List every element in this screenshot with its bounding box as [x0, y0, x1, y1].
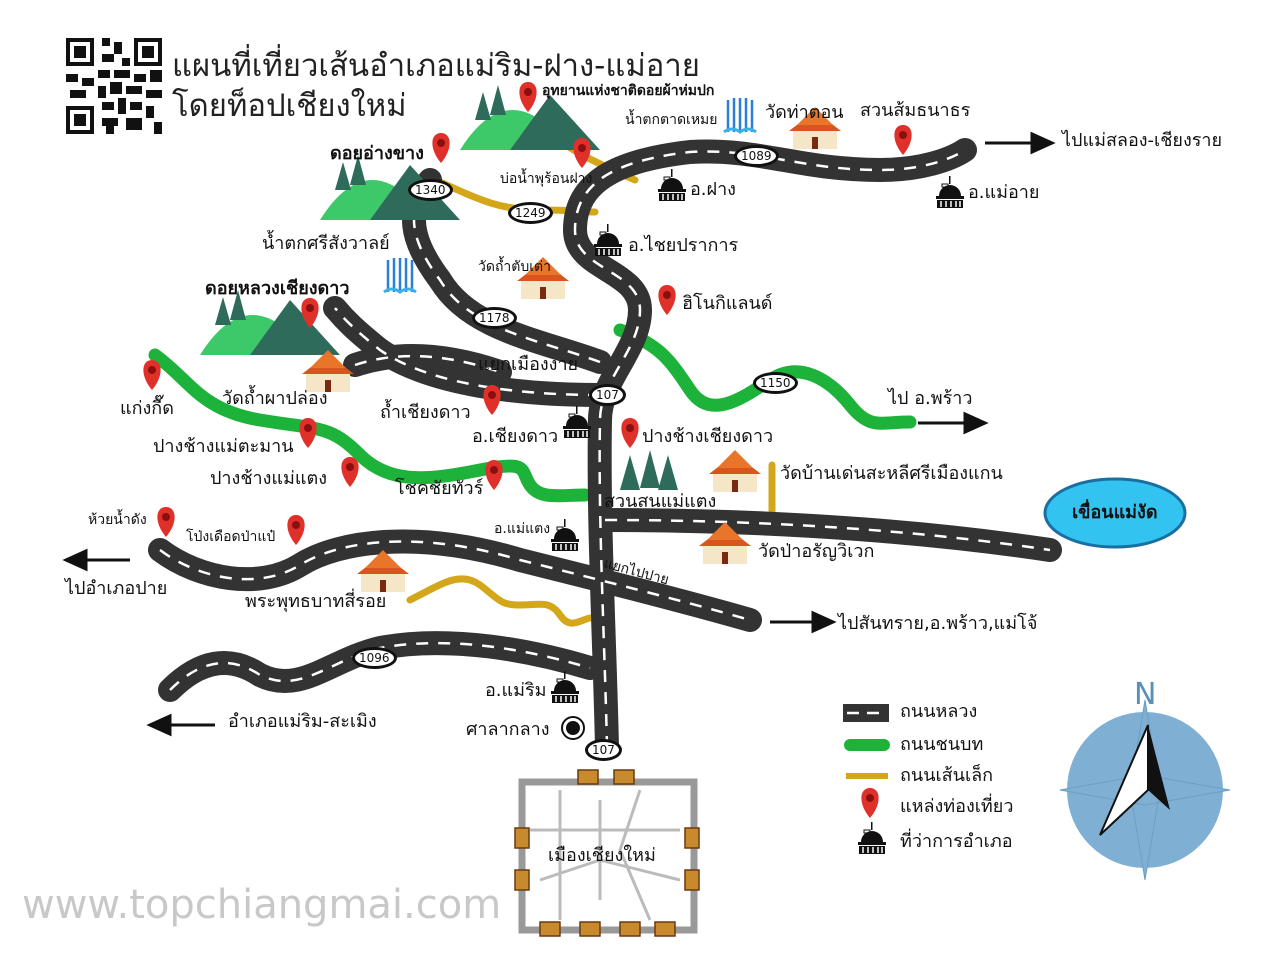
label-dam: เขื่อนแม่งัด — [1072, 502, 1158, 523]
legend-small-road-label: ถนนเส้นเล็ก — [900, 765, 994, 786]
legend-district-office-label: ที่ว่าการอำเภอ — [900, 831, 1013, 852]
waterfall-icon — [722, 96, 758, 134]
dam-lake — [1043, 477, 1187, 549]
direction-arrows — [62, 131, 1056, 737]
label-pong-duet: โป่งเดือดป่าแป๋ — [186, 529, 276, 545]
label-phra-phutthabat: พระพุทธบาทสี่รอย — [245, 591, 387, 612]
qr-code[interactable] — [66, 38, 162, 134]
pine-trees-icon — [620, 450, 678, 490]
label-fang: อ.ฝาง — [690, 179, 736, 200]
label-chiang-dao: อ.เชียงดาว — [472, 426, 559, 447]
label-wat-tham-tab-tao: วัดถ้ำตับเต่า — [478, 259, 552, 275]
label-hot-spring: บ่อน้ำพุร้อนฝาง — [500, 171, 593, 187]
label-doi-luang: ดอยหลวงเชียงดาว — [205, 278, 350, 299]
label-huai-nam-dang: ห้วยน้ำดัง — [88, 512, 147, 528]
label-to-phrao: ไป อ.พร้าว — [888, 388, 973, 409]
label-wat-tha-ton: วัดท่าตอน — [765, 102, 844, 123]
label-muang-ngai: แยกเมืองงาย — [478, 354, 579, 375]
label-chokchai: โชคชัยทัวร์ — [395, 478, 484, 499]
waterfall-icon — [382, 256, 418, 294]
label-si-sangwan: น้ำตกศรีสังวาลย์ — [262, 233, 390, 254]
label-tham-chiang-dao: ถ้ำเชียงดาว — [380, 402, 471, 423]
map-title-line2: โดยท็อปเชียงใหม่ — [172, 88, 407, 124]
road-number-1089: 1089 — [734, 145, 779, 167]
label-suan-son: สวนสนแม่แตง — [604, 491, 717, 512]
label-thanathorn: สวนส้มธนาธร — [860, 100, 971, 121]
road-number-107-south: 107 — [585, 739, 622, 761]
road-number-1340: 1340 — [408, 179, 453, 201]
temple-icon — [357, 550, 409, 592]
compass-rose — [1059, 699, 1231, 881]
road-number-1150: 1150 — [753, 372, 798, 394]
road-number-1249: 1249 — [508, 202, 553, 224]
legend-attraction-label: แหล่งท่องเที่ยว — [900, 796, 1014, 817]
label-to-sansai: ไปสันทราย,อ.พร้าว,แม่โจ้ — [838, 613, 1038, 634]
city-hall-icon — [561, 716, 585, 740]
label-wat-pa-arun: วัดป่าอรัญวิเวก — [758, 541, 875, 562]
temple-icon — [302, 350, 354, 392]
label-to-pai: ไปอำเภอปาย — [65, 578, 168, 599]
label-doi-pha-hom-pok: อุทยานแห่งชาติดอยผ้าห่มปก — [542, 83, 715, 99]
label-doi-ang-khang: ดอยอ่างขาง — [330, 143, 424, 164]
watermark: www.topchiangmai.com — [22, 882, 502, 928]
label-chiang-mai: เมืองเชียงใหม่ — [548, 845, 656, 866]
label-mae-taeng: อ.แม่แตง — [494, 521, 551, 537]
mountain-icon — [200, 290, 340, 355]
label-mae-rim: อ.แม่ริม — [485, 680, 547, 701]
label-chai-prakan: อ.ไชยปราการ — [628, 235, 739, 256]
road-number-107: 107 — [589, 384, 626, 406]
label-city-hall: ศาลากลาง — [466, 719, 550, 740]
road-number-1096: 1096 — [352, 647, 397, 669]
road-number-1178: 1178 — [472, 307, 517, 329]
legend-rural-road-label: ถนนชนบท — [900, 734, 984, 755]
label-kaeng-kued: แก่งกื๊ด — [120, 398, 174, 419]
label-wat-pha-plong: วัดถ้ำผาปล่อง — [222, 388, 328, 409]
label-to-mae-salong: ไปแม่สลอง-เชียงราย — [1062, 130, 1223, 151]
old-city-moat — [514, 769, 700, 937]
label-wat-den-sali: วัดบ้านเด่นสะหลีศรีเมืองแกน — [780, 463, 1003, 484]
label-mae-ai: อ.แม่อาย — [968, 182, 1040, 203]
compass-north-label: N — [1134, 677, 1157, 712]
label-hino: ฮิโนกิแลนด์ — [682, 293, 773, 314]
label-mae-taman: ปางช้างแม่ตะมาน — [153, 436, 294, 457]
label-to-samoeng: อำเภอแม่ริม-สะเมิง — [228, 711, 377, 732]
temple-icon — [709, 450, 761, 492]
legend-highway-label: ถนนหลวง — [900, 701, 978, 722]
map-title-line1: แผนที่เที่ยวเส้นอำเภอแม่ริม-ฝาง-แม่อาย — [172, 48, 700, 84]
label-elephant-chiang-dao: ปางช้างเชียงดาว — [642, 426, 774, 447]
label-tad-moei: น้ำตกตาดเหมย — [625, 112, 718, 128]
legend-icons — [843, 704, 890, 855]
label-pang-mae-taeng: ปางช้างแม่แตง — [210, 468, 327, 489]
